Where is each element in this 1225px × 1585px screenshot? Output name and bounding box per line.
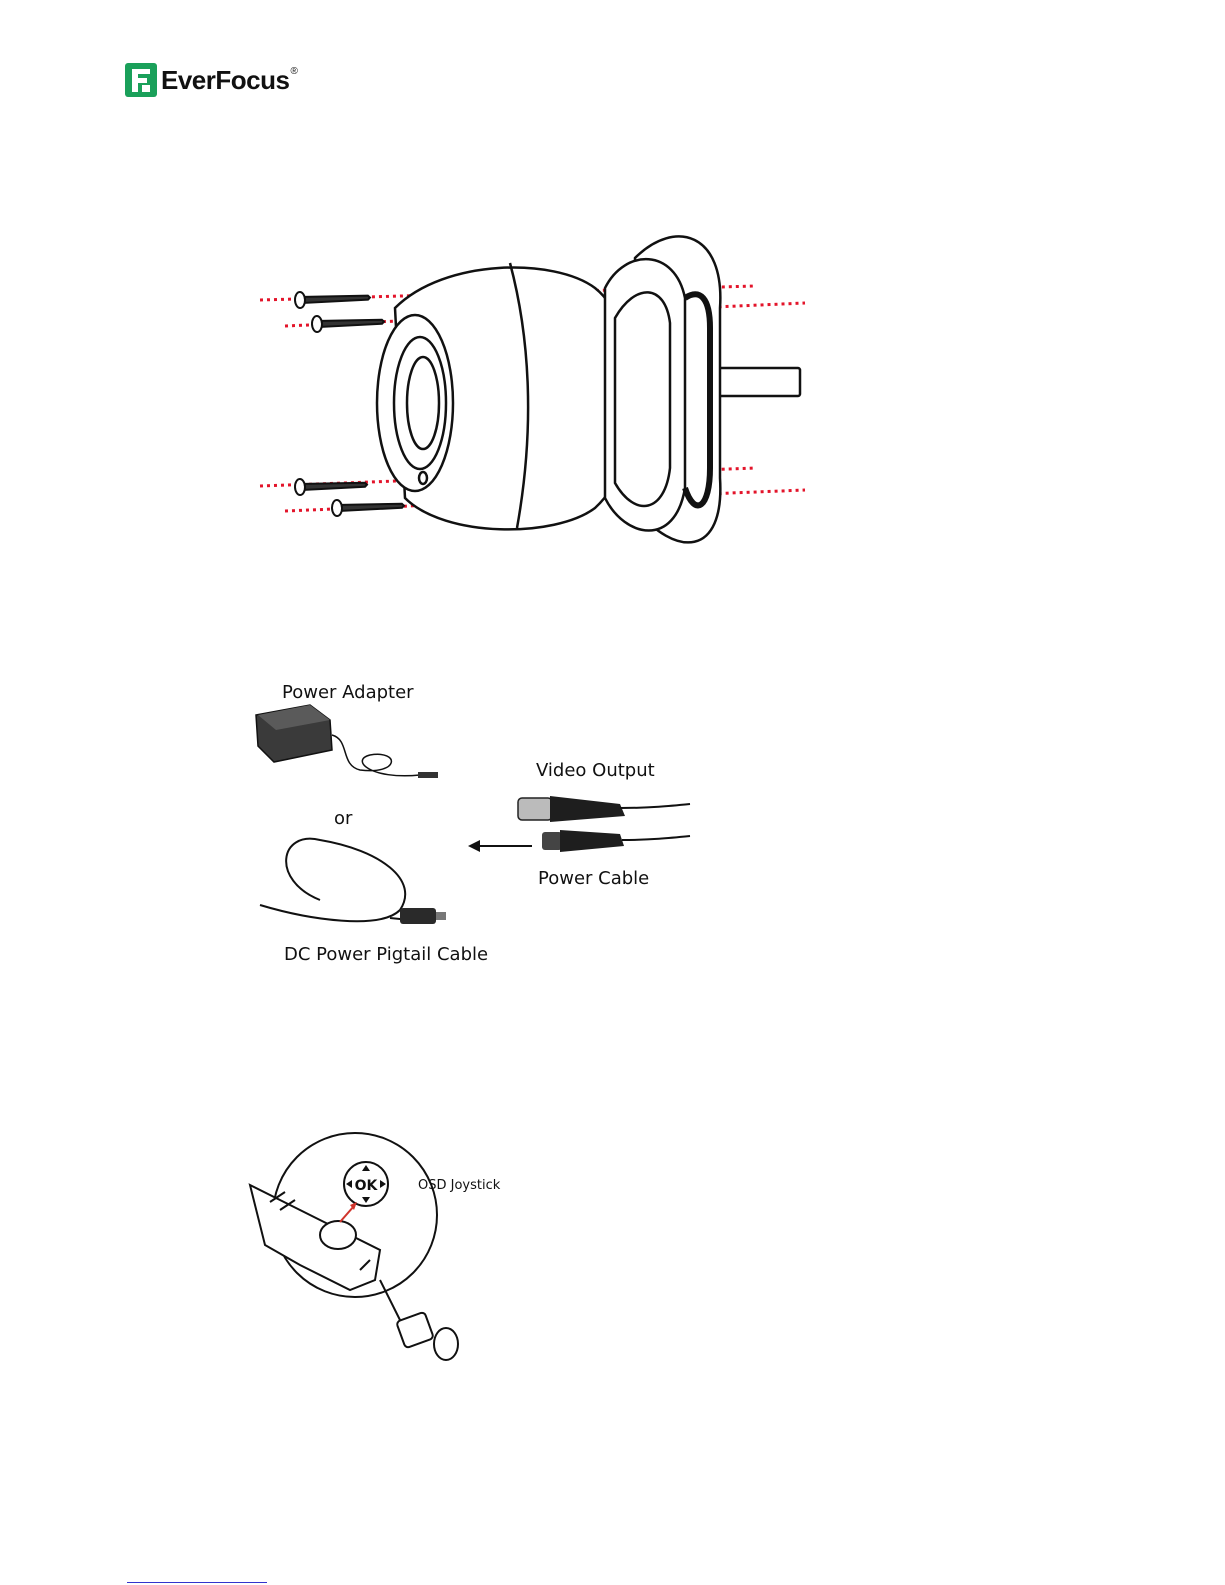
osd-joystick-diagram: OK OSD Joystick — [240, 1130, 540, 1370]
brand-logo: EverFocus ® — [125, 62, 298, 98]
power-adapter-image — [256, 705, 438, 778]
label-power-adapter: Power Adapter — [282, 682, 414, 703]
brand-name: EverFocus — [161, 65, 289, 96]
footer-rule — [127, 1582, 267, 1583]
mount-base — [605, 236, 800, 542]
label-pigtail: DC Power Pigtail Cable — [284, 944, 488, 965]
label-osd-joystick: OSD Joystick — [418, 1178, 500, 1193]
label-or: or — [334, 808, 352, 829]
joystick-icon: OK — [344, 1162, 388, 1206]
joystick-ok-text: OK — [355, 1178, 379, 1194]
camera-cable-image — [518, 796, 690, 852]
registered-mark: ® — [290, 66, 297, 77]
label-power-cable: Power Cable — [538, 868, 649, 889]
camera-ball — [377, 263, 634, 529]
everfocus-logo-icon — [125, 63, 157, 97]
camera-mounting-diagram — [255, 228, 815, 558]
cable-connection-diagram: Power Adapter or DC Power Pigtail Cable … — [250, 680, 710, 970]
arrow-left-icon — [468, 840, 532, 852]
label-video-output: Video Output — [536, 760, 655, 781]
pigtail-cable-image — [260, 839, 446, 924]
